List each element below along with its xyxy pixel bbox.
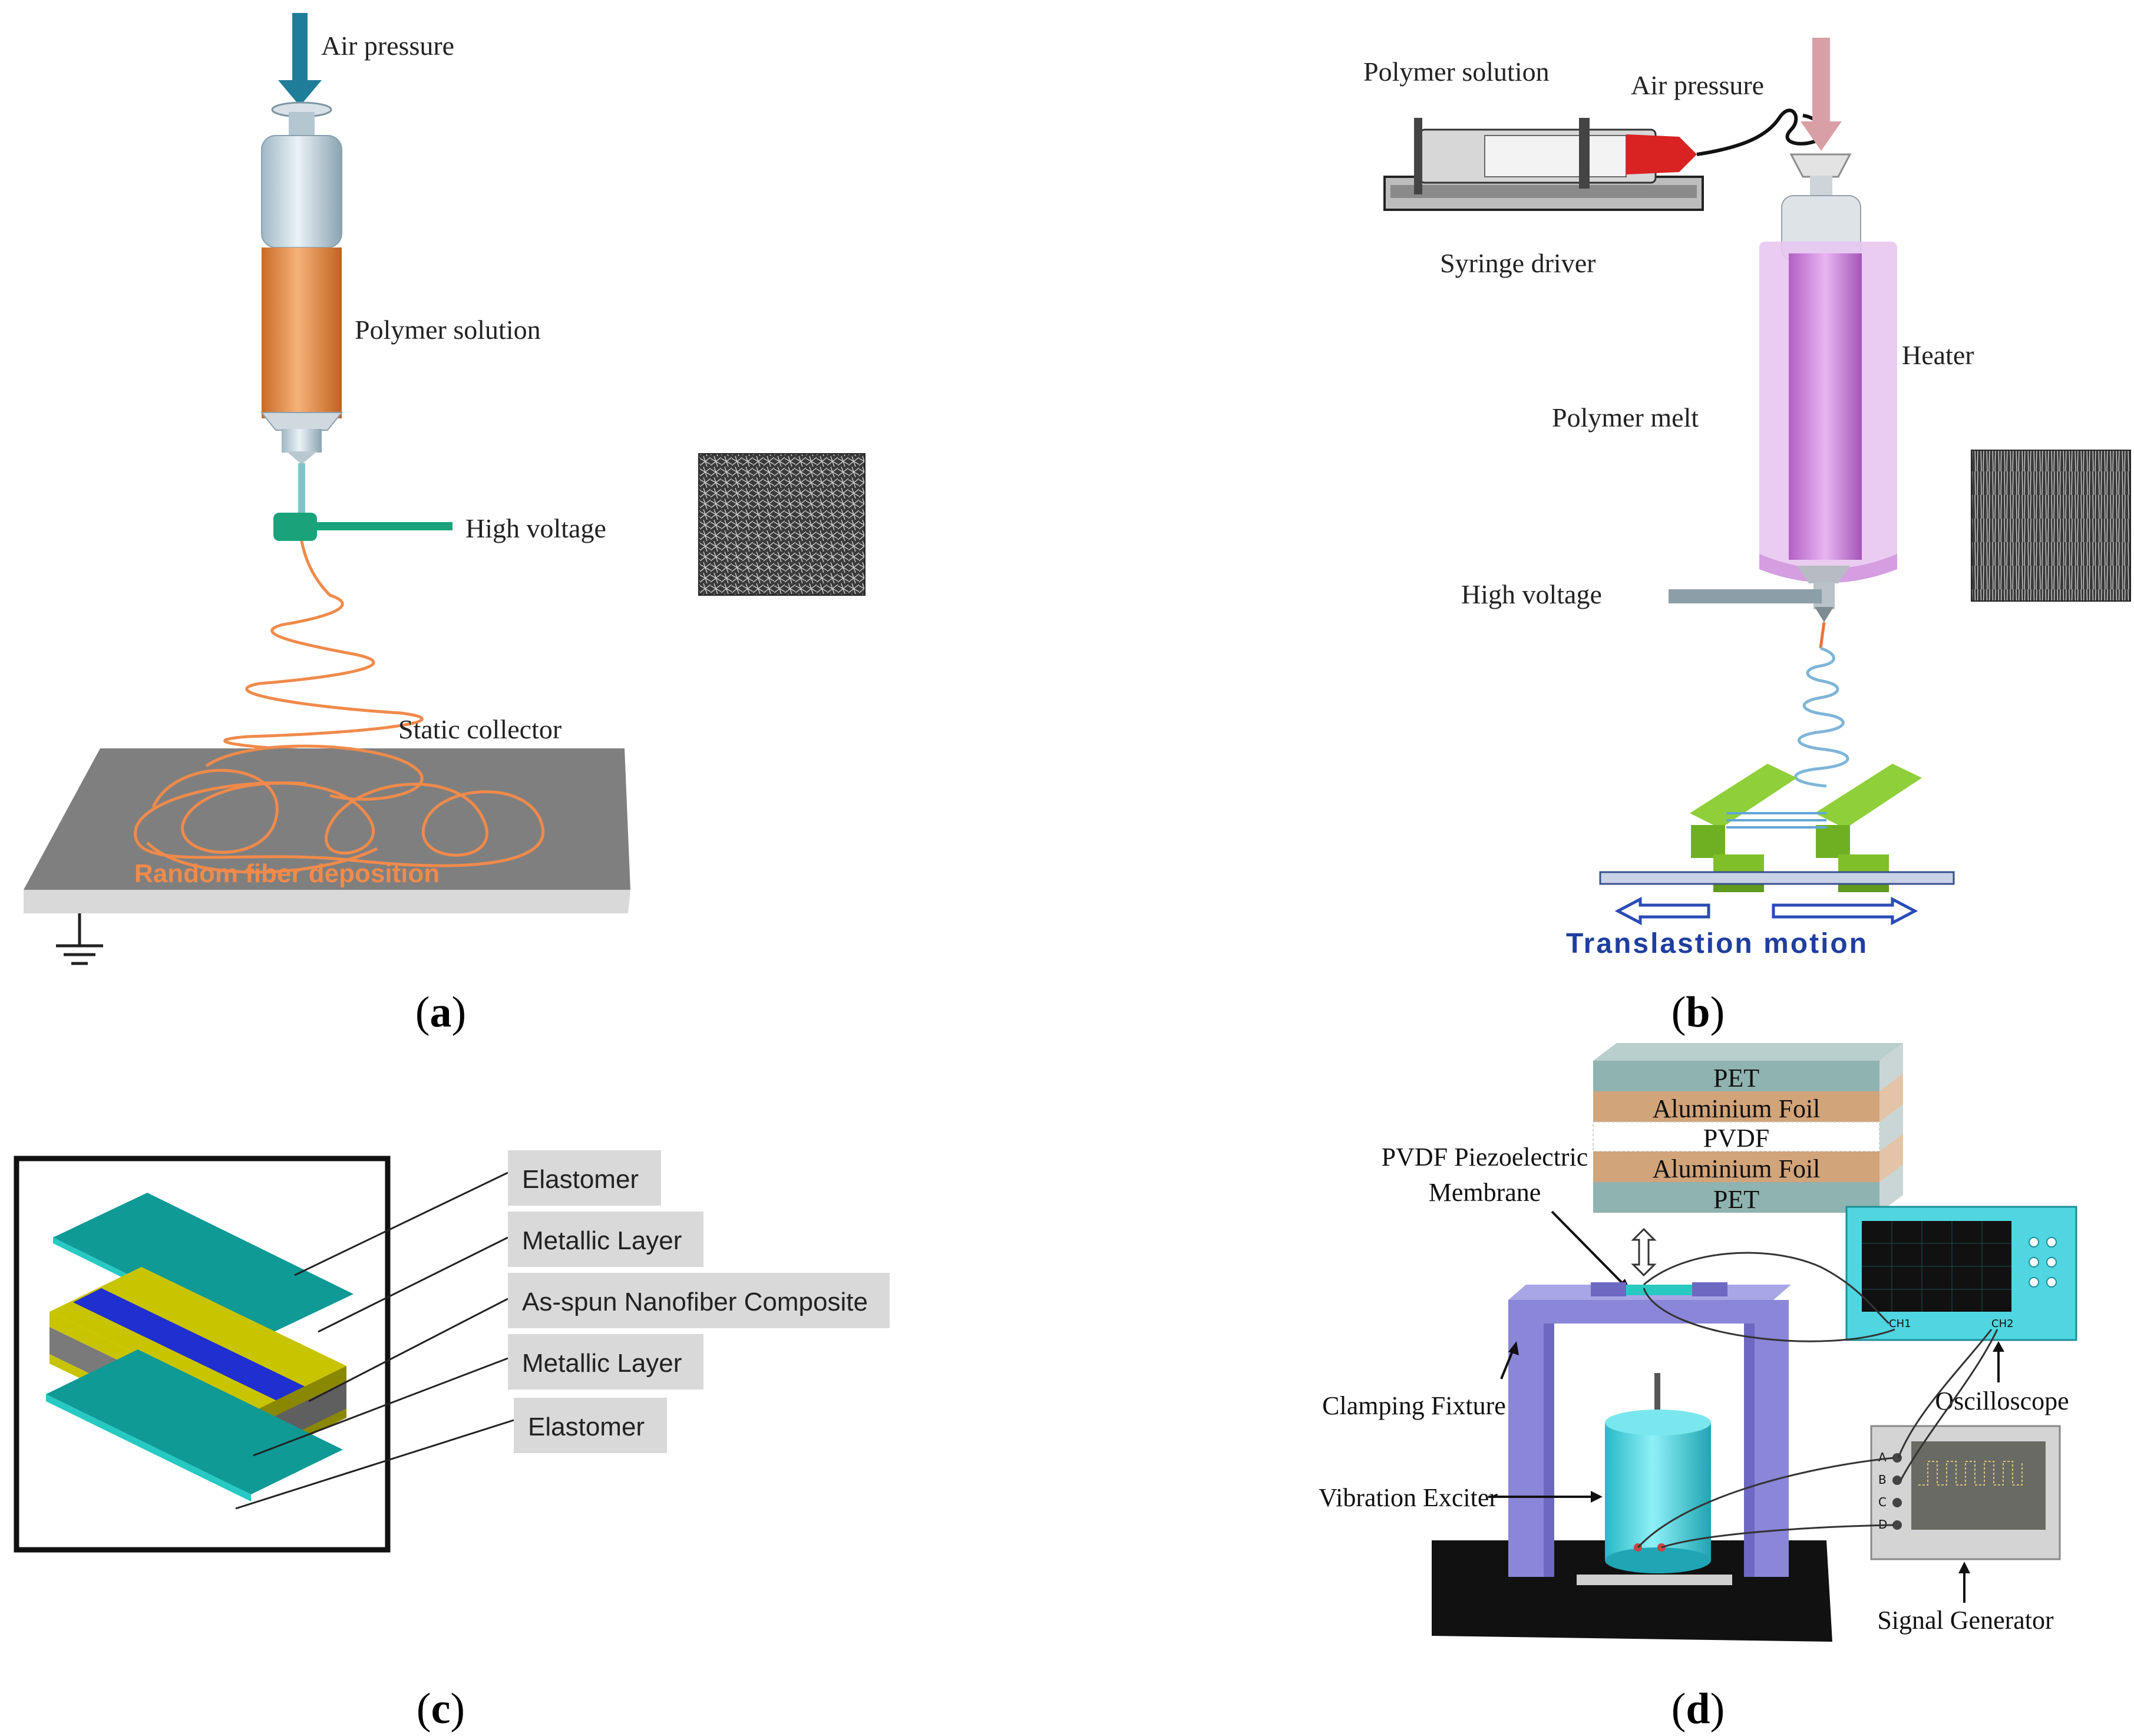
layer-label-metallic-top: Metallic Layer [508, 1212, 703, 1267]
high-voltage-electrode-a [273, 513, 452, 541]
caption-b: (b) [1671, 988, 1725, 1037]
label-heater: Heater [1902, 340, 1974, 370]
svg-text:PVDF: PVDF [1703, 1124, 1770, 1153]
bottom-elastomer-layer [46, 1349, 343, 1494]
air-pressure-arrow-icon [278, 13, 322, 106]
svg-text:Aluminium Foil: Aluminium Foil [1653, 1094, 1821, 1123]
caption-a: (a) [415, 988, 466, 1037]
svg-text:Aluminium Foil: Aluminium Foil [1653, 1154, 1821, 1183]
signal-generator: A B C D [1870, 1425, 2061, 1560]
svg-text:CH2: CH2 [1991, 1318, 2014, 1330]
fiber-jet-b [1794, 646, 1849, 788]
layer-leader-lines [235, 1171, 514, 1510]
oscilloscope: CH1 CH2 [1845, 1206, 2077, 1341]
label-high-voltage-b: High voltage [1461, 579, 1602, 609]
label-random-fiber-deposition: Random fiber deposition [134, 859, 440, 888]
label-polymer-solution-a: Polymer solution [355, 315, 541, 345]
svg-text:CH1: CH1 [1889, 1318, 1911, 1330]
sem-image-aligned-fibers [1971, 450, 2131, 602]
svg-text:Metallic Layer: Metallic Layer [522, 1349, 682, 1378]
caption-c: (c) [417, 1685, 465, 1733]
svg-text:Elastomer: Elastomer [522, 1165, 639, 1194]
layer-label-elastomer-top: Elastomer [508, 1150, 661, 1206]
label-static-collector: Static collector [398, 714, 561, 744]
svg-text:Elastomer: Elastomer [528, 1412, 645, 1441]
double-arrow-icon [1631, 1227, 1657, 1277]
membrane-layer-stack: PET Aluminium Foil PVDF Aluminium Foil P… [1593, 1043, 1903, 1214]
label-translation-motion: Translastion motion [1566, 928, 1868, 959]
svg-text:C: C [1878, 1495, 1887, 1509]
syringe-driver [1383, 108, 1825, 211]
label-clamping-fixture: Clamping Fixture [1322, 1391, 1506, 1420]
panel-b: Polymer solution Air pressure Syringe dr… [1363, 38, 2131, 959]
svg-text:B: B [1878, 1473, 1887, 1487]
static-collector-plate: Random fiber deposition [24, 744, 630, 913]
melt-syringe-heater [1669, 153, 1897, 649]
label-polymer-solution-b: Polymer solution [1363, 57, 1550, 87]
clamping-fixture [1508, 1282, 1791, 1577]
syringe-a [260, 101, 343, 516]
label-air-pressure-a: Air pressure [321, 31, 454, 61]
label-air-pressure-b: Air pressure [1631, 70, 1764, 100]
label-vibration-exciter: Vibration Exciter [1319, 1483, 1498, 1512]
svg-text:PET: PET [1713, 1185, 1759, 1214]
top-elastomer-layer [53, 1193, 354, 1339]
svg-text:As-spun Nanofiber Composite: As-spun Nanofiber Composite [522, 1288, 868, 1316]
translation-arrows-icon [1614, 896, 1918, 926]
signal-wires [1637, 1252, 1998, 1549]
parallel-electrode-collector [1599, 764, 1955, 892]
layer-label-nanofiber-composite: As-spun Nanofiber Composite [508, 1273, 890, 1328]
label-high-voltage-a: High voltage [465, 513, 606, 543]
panel-c: Elastomer Metallic Layer As-spun Nanofib… [14, 1150, 890, 1553]
layer-label-elastomer-bottom: Elastomer [514, 1398, 667, 1453]
label-signal-generator: Signal Generator [1877, 1606, 2054, 1635]
layer-label-metallic-bottom: Metallic Layer [508, 1334, 703, 1390]
label-syringe-driver: Syringe driver [1440, 248, 1595, 278]
svg-text:PET: PET [1713, 1064, 1759, 1093]
label-polymer-melt: Polymer melt [1552, 402, 1699, 433]
label-oscilloscope: Oscilloscope [1935, 1387, 2069, 1415]
caption-d: (d) [1671, 1685, 1725, 1733]
membrane-pointer-line [1551, 1210, 1627, 1288]
ground-icon [56, 913, 103, 965]
svg-text:Metallic Layer: Metallic Layer [522, 1226, 682, 1255]
panel-d: PET Aluminium Foil PVDF Aluminium Foil P… [1319, 1043, 2077, 1642]
vibration-exciter [1577, 1373, 1732, 1585]
svg-text:A: A [1878, 1450, 1887, 1464]
sem-image-random-fibers [698, 453, 866, 596]
air-pressure-arrow-icon-b [1801, 38, 1842, 151]
label-membrane-line2: Membrane [1429, 1178, 1541, 1207]
panel-a: Air pressure High voltage Polymer soluti… [24, 13, 866, 965]
